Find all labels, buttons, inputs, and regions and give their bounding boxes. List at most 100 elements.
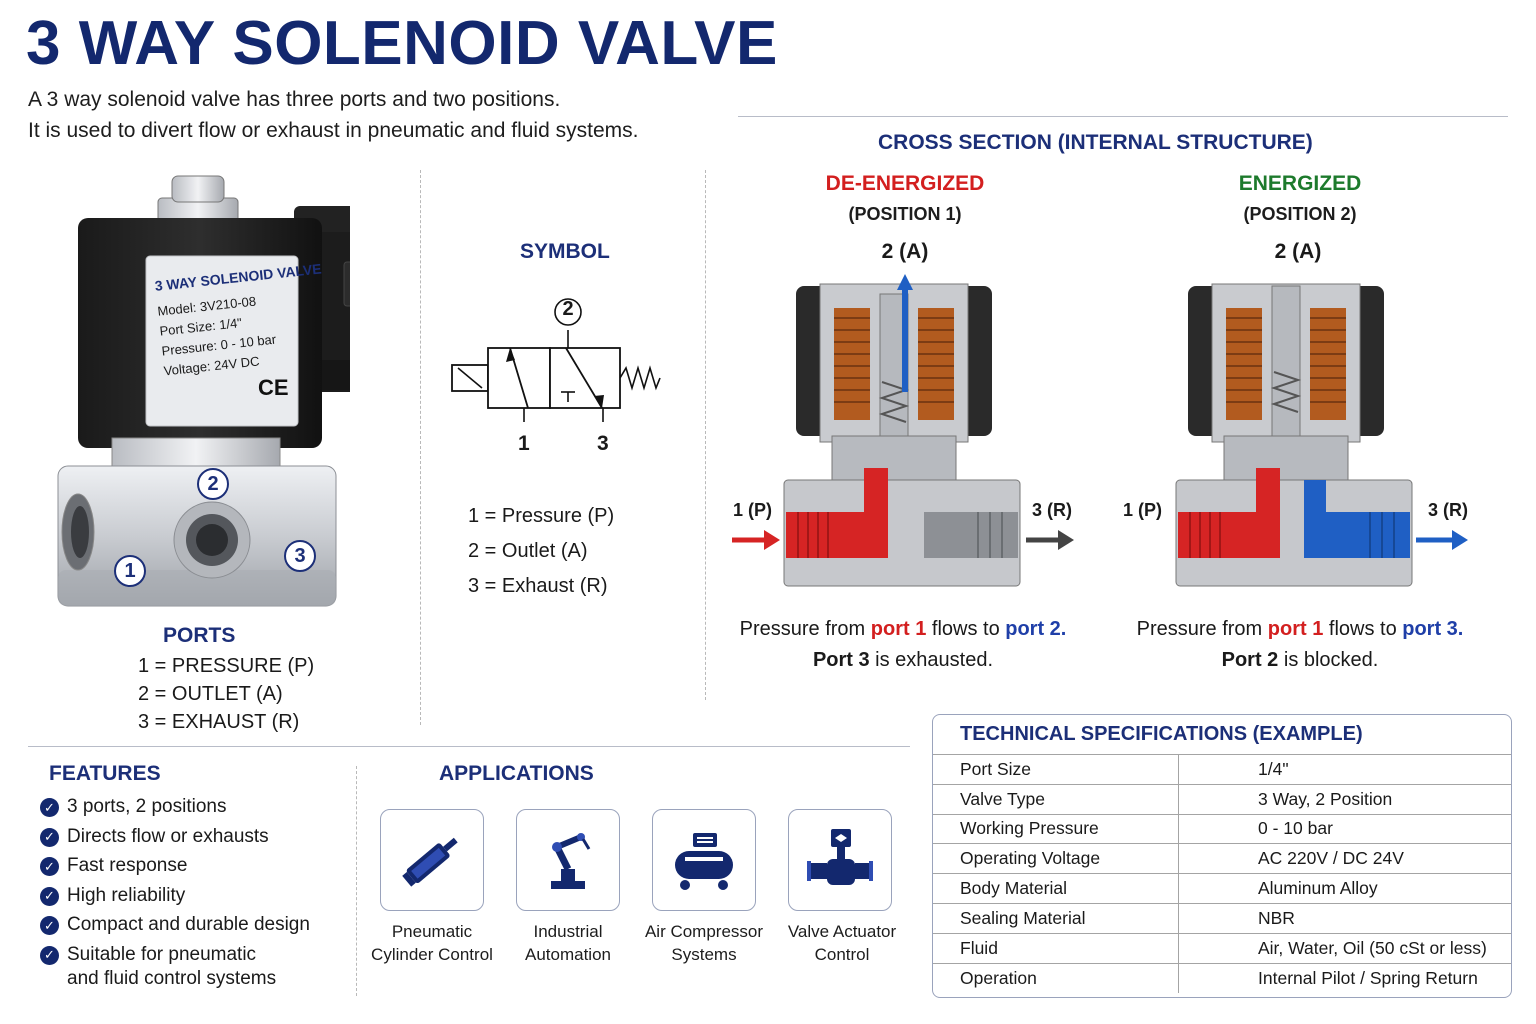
feature-text: Compact and durable design: [67, 914, 310, 935]
app-label-line: Automation: [525, 945, 611, 964]
symbol-port-1: 1: [518, 432, 530, 455]
app-label-line: Pneumatic: [391, 922, 473, 941]
spec-value: 0 - 10 bar: [1258, 818, 1333, 839]
check-icon: ✓: [40, 827, 59, 847]
features-list: ✓ 3 ports, 2 positions ✓ Directs flow or e…: [40, 795, 350, 991]
spec-row: Operating Voltage AC 220V / DC 24V: [933, 844, 1511, 875]
spec-value: Internal Pilot / Spring Return: [1258, 967, 1478, 988]
legend-item: 2 = Outlet (A): [468, 540, 588, 562]
app-label-line: Valve Actuator: [787, 922, 897, 941]
state-2-title: ENERGIZED: [1238, 172, 1362, 195]
symbol-heading: SYMBOL: [520, 240, 610, 263]
cross-section-heading: CROSS SECTION (INTERNAL STRUCTURE): [878, 131, 1313, 154]
spec-value: AC 220V / DC 24V: [1258, 848, 1404, 869]
spec-value: 1/4": [1258, 758, 1289, 779]
app-label-line: Systems: [671, 945, 737, 964]
feature-item: ✓ Directs flow or exhausts: [40, 825, 350, 855]
ports-item: 2 = OUTLET (A): [138, 683, 283, 705]
feature-item: ✓ 3 ports, 2 positions: [40, 795, 350, 825]
page-title: 3 WAY SOLENOID VALVE: [26, 9, 778, 78]
ce-mark: CE: [258, 375, 289, 400]
state-1-port-top: 2 (A): [881, 240, 929, 263]
caption-port: port 1: [1267, 618, 1324, 640]
port-marker-3: 3: [284, 540, 316, 572]
applications-heading: APPLICATIONS: [439, 762, 594, 785]
spec-key: Operation: [933, 963, 1179, 994]
ports-heading: PORTS: [163, 624, 236, 647]
caption-text: flows to: [926, 618, 1006, 640]
port-marker-2: 2: [197, 468, 229, 500]
ports-item: 3 = EXHAUST (R): [138, 711, 300, 733]
caption-text: flows to: [1323, 618, 1403, 640]
intro-line-1: A 3 way solenoid valve has three ports a…: [28, 88, 561, 111]
spec-key: Port Size: [933, 755, 1179, 784]
caption-port: Port 2: [1221, 649, 1279, 671]
spec-row: Body Material Aluminum Alloy: [933, 874, 1511, 904]
feature-text: 3 ports, 2 positions: [67, 796, 227, 817]
state-2-port-top: 2 (A): [1274, 240, 1322, 263]
spec-row: Fluid Air, Water, Oil (50 cSt or less): [933, 933, 1511, 964]
caption-port: port 2.: [1005, 618, 1067, 640]
state-1-port-left: 1 (P): [733, 500, 773, 520]
pneumatic-cylinder-icon: [380, 809, 484, 911]
cross-section-energized: [1120, 272, 1480, 592]
feature-text: Suitable for pneumatic: [67, 943, 257, 965]
divider-symbol-section: [705, 170, 706, 700]
check-icon: ✓: [40, 945, 59, 965]
check-icon: ✓: [40, 857, 59, 876]
check-icon: ✓: [40, 798, 59, 817]
spec-value: NBR: [1258, 907, 1295, 928]
spec-row: Operation Internal Pilot / Spring Return: [933, 963, 1511, 994]
spec-row: Valve Type 3 Way, 2 Position: [933, 784, 1511, 815]
caption-text: Pressure from: [739, 618, 871, 640]
state-2-subtitle: (POSITION 2): [1243, 204, 1357, 224]
air-compressor-icon: [652, 809, 756, 911]
caption-text: is blocked.: [1278, 649, 1379, 671]
spec-key: Valve Type: [933, 784, 1179, 814]
ports-item: 1 = PRESSURE (P): [138, 655, 315, 677]
divider-features-apps: [356, 766, 357, 996]
intro-line-2: It is used to divert flow or exhaust in …: [28, 119, 639, 142]
spec-key: Body Material: [933, 874, 1179, 903]
caption-text: Pressure from: [1136, 618, 1268, 640]
app-label-line: Air Compressor: [644, 922, 764, 941]
symbol-port-2: 2: [562, 298, 574, 320]
state-1-subtitle: (POSITION 1): [848, 204, 962, 224]
caption-text: is exhausted.: [869, 649, 994, 671]
legend-item: 1 = Pressure (P): [468, 505, 615, 527]
spec-row: Port Size 1/4": [933, 755, 1511, 785]
check-icon: ✓: [40, 916, 59, 935]
state-2-port-right: 3 (R): [1428, 500, 1468, 520]
feature-item: ✓High reliability: [40, 884, 350, 914]
port-marker-1: 1: [114, 555, 146, 587]
spec-value: Aluminum Alloy: [1258, 878, 1378, 899]
check-icon: ✓: [40, 886, 59, 906]
symbol-legend: 1 = Pressure (P) 2 = Outlet (A) 3 = Exha…: [468, 499, 614, 604]
app-label-line: Industrial: [533, 922, 603, 941]
feature-text: Directs flow or exhausts: [67, 825, 269, 847]
state-1-caption: Pressure from port 1 flows to port 2. Po…: [693, 614, 1113, 676]
cross-section-de-energized: [728, 272, 1088, 592]
app-label-line: Control: [814, 945, 870, 964]
state-2-caption: Pressure from port 1 flows to port 3. Po…: [1090, 614, 1510, 676]
spec-key: Sealing Material: [933, 903, 1179, 933]
symbol-port-3: 3: [597, 432, 609, 455]
caption-port: port 3.: [1402, 618, 1464, 640]
spec-key: Operating Voltage: [933, 844, 1179, 874]
ports-list: 1 = PRESSURE (P) 2 = OUTLET (A) 3 = EXHA…: [138, 652, 314, 736]
feature-text-continuation: and fluid control systems: [67, 967, 277, 989]
spec-value: Air, Water, Oil (50 cSt or less): [1258, 937, 1487, 958]
spec-key: Fluid: [933, 933, 1179, 963]
spec-table: TECHNICAL SPECIFICATIONS (EXAMPLE) Port …: [932, 714, 1512, 998]
feature-text: Fast response: [67, 855, 188, 876]
caption-port: Port 3: [812, 649, 870, 671]
spec-table-title: TECHNICAL SPECIFICATIONS (EXAMPLE): [933, 715, 1511, 755]
spec-value: 3 Way, 2 Position: [1258, 788, 1393, 809]
divider-photo-symbol: [420, 170, 421, 725]
valve-symbol-diagram: 2 1 3: [448, 292, 668, 462]
caption-port: port 1: [870, 618, 927, 640]
